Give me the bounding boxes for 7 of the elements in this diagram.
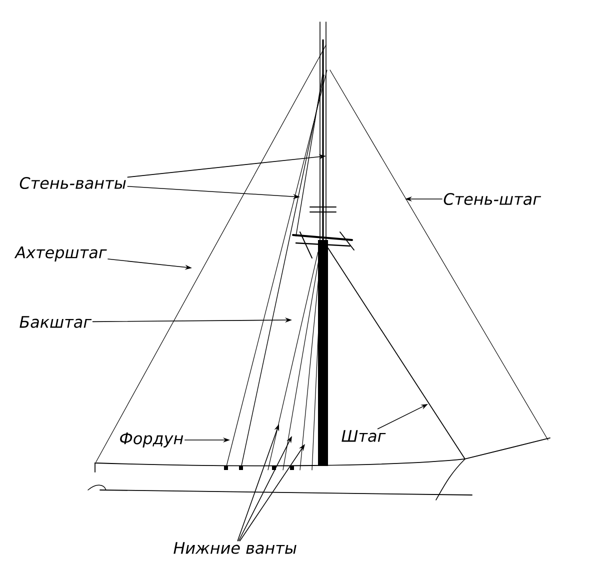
label-text: Стень-штаг (444, 192, 542, 206)
label-text: Фордун (120, 432, 184, 448)
label-text: Стень-ванты (20, 176, 126, 190)
label-text: Штаг (342, 430, 386, 442)
label-text: Ахтерштаг (14, 246, 107, 262)
label-text: Нижние ванты (174, 542, 296, 554)
label-text: Бакштаг (20, 316, 92, 328)
